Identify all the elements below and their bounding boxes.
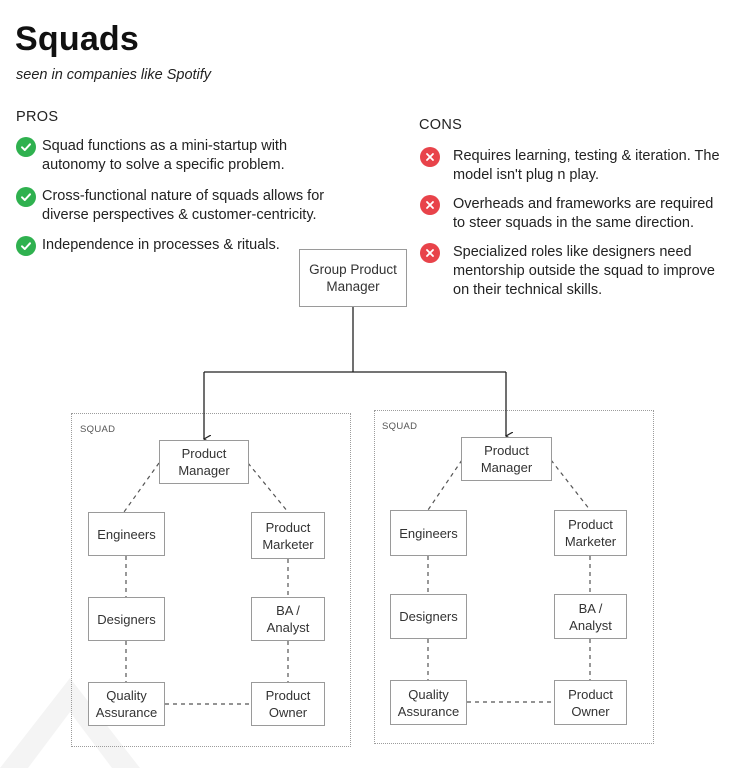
watermark-logo — [0, 678, 140, 768]
node-product-marketer: Product Marketer — [554, 510, 627, 556]
cons-heading: CONS — [419, 117, 463, 133]
pro-item: Cross-functional nature of squads allows… — [16, 187, 324, 225]
dashed-link — [247, 462, 289, 513]
pros-heading: PROS — [16, 109, 59, 125]
page-title: Squads — [15, 20, 140, 58]
node-product-marketer: Product Marketer — [251, 512, 325, 559]
x-icon — [420, 195, 440, 215]
pro-item: Squad functions as a mini-startup with a… — [16, 137, 287, 175]
con-item: Overheads and frameworks are required to… — [420, 195, 713, 233]
dashed-link — [123, 462, 160, 513]
node-quality-assurance: Quality Assurance — [88, 682, 165, 726]
node-product-manager: Product Manager — [461, 437, 552, 481]
check-icon — [16, 137, 36, 157]
node-engineers: Engineers — [390, 510, 467, 556]
pro-item-text: Independence in processes & rituals. — [42, 237, 280, 253]
check-icon — [16, 187, 36, 207]
con-item: Requires learning, testing & iteration. … — [420, 147, 720, 185]
node-designers: Designers — [390, 594, 467, 639]
pro-item-text: Cross-functional nature of squads allows… — [42, 188, 325, 223]
node-engineers: Engineers — [88, 512, 165, 556]
dashed-link — [427, 459, 463, 511]
squad-label: SQUAD — [80, 424, 116, 435]
node-designers: Designers — [88, 597, 165, 641]
con-item-text: Overheads and frameworks are required to… — [453, 196, 714, 231]
x-icon — [420, 243, 440, 263]
con-item-text: Requires learning, testing & iteration. … — [453, 148, 720, 183]
node-ba-analyst: BA / Analyst — [554, 594, 627, 639]
squad-container — [71, 413, 351, 747]
dashed-link — [550, 459, 591, 511]
squad-label: SQUAD — [382, 421, 418, 432]
pro-item-text: Squad functions as a mini-startup with a… — [42, 138, 288, 173]
con-item: Specialized roles like designers need me… — [420, 243, 715, 300]
x-icon — [420, 147, 440, 167]
squad-container — [374, 410, 654, 744]
node-group-product-manager: Group Product Manager — [299, 249, 407, 307]
page-subtitle: seen in companies like Spotify — [16, 67, 212, 83]
node-product-owner: Product Owner — [251, 682, 325, 726]
node-product-owner: Product Owner — [554, 680, 627, 725]
pro-item: Independence in processes & rituals. — [16, 236, 280, 256]
node-product-manager: Product Manager — [159, 440, 249, 484]
node-ba-analyst: BA / Analyst — [251, 597, 325, 641]
check-icon — [16, 236, 36, 256]
con-item-text: Specialized roles like designers need me… — [453, 244, 715, 298]
node-quality-assurance: Quality Assurance — [390, 680, 467, 725]
